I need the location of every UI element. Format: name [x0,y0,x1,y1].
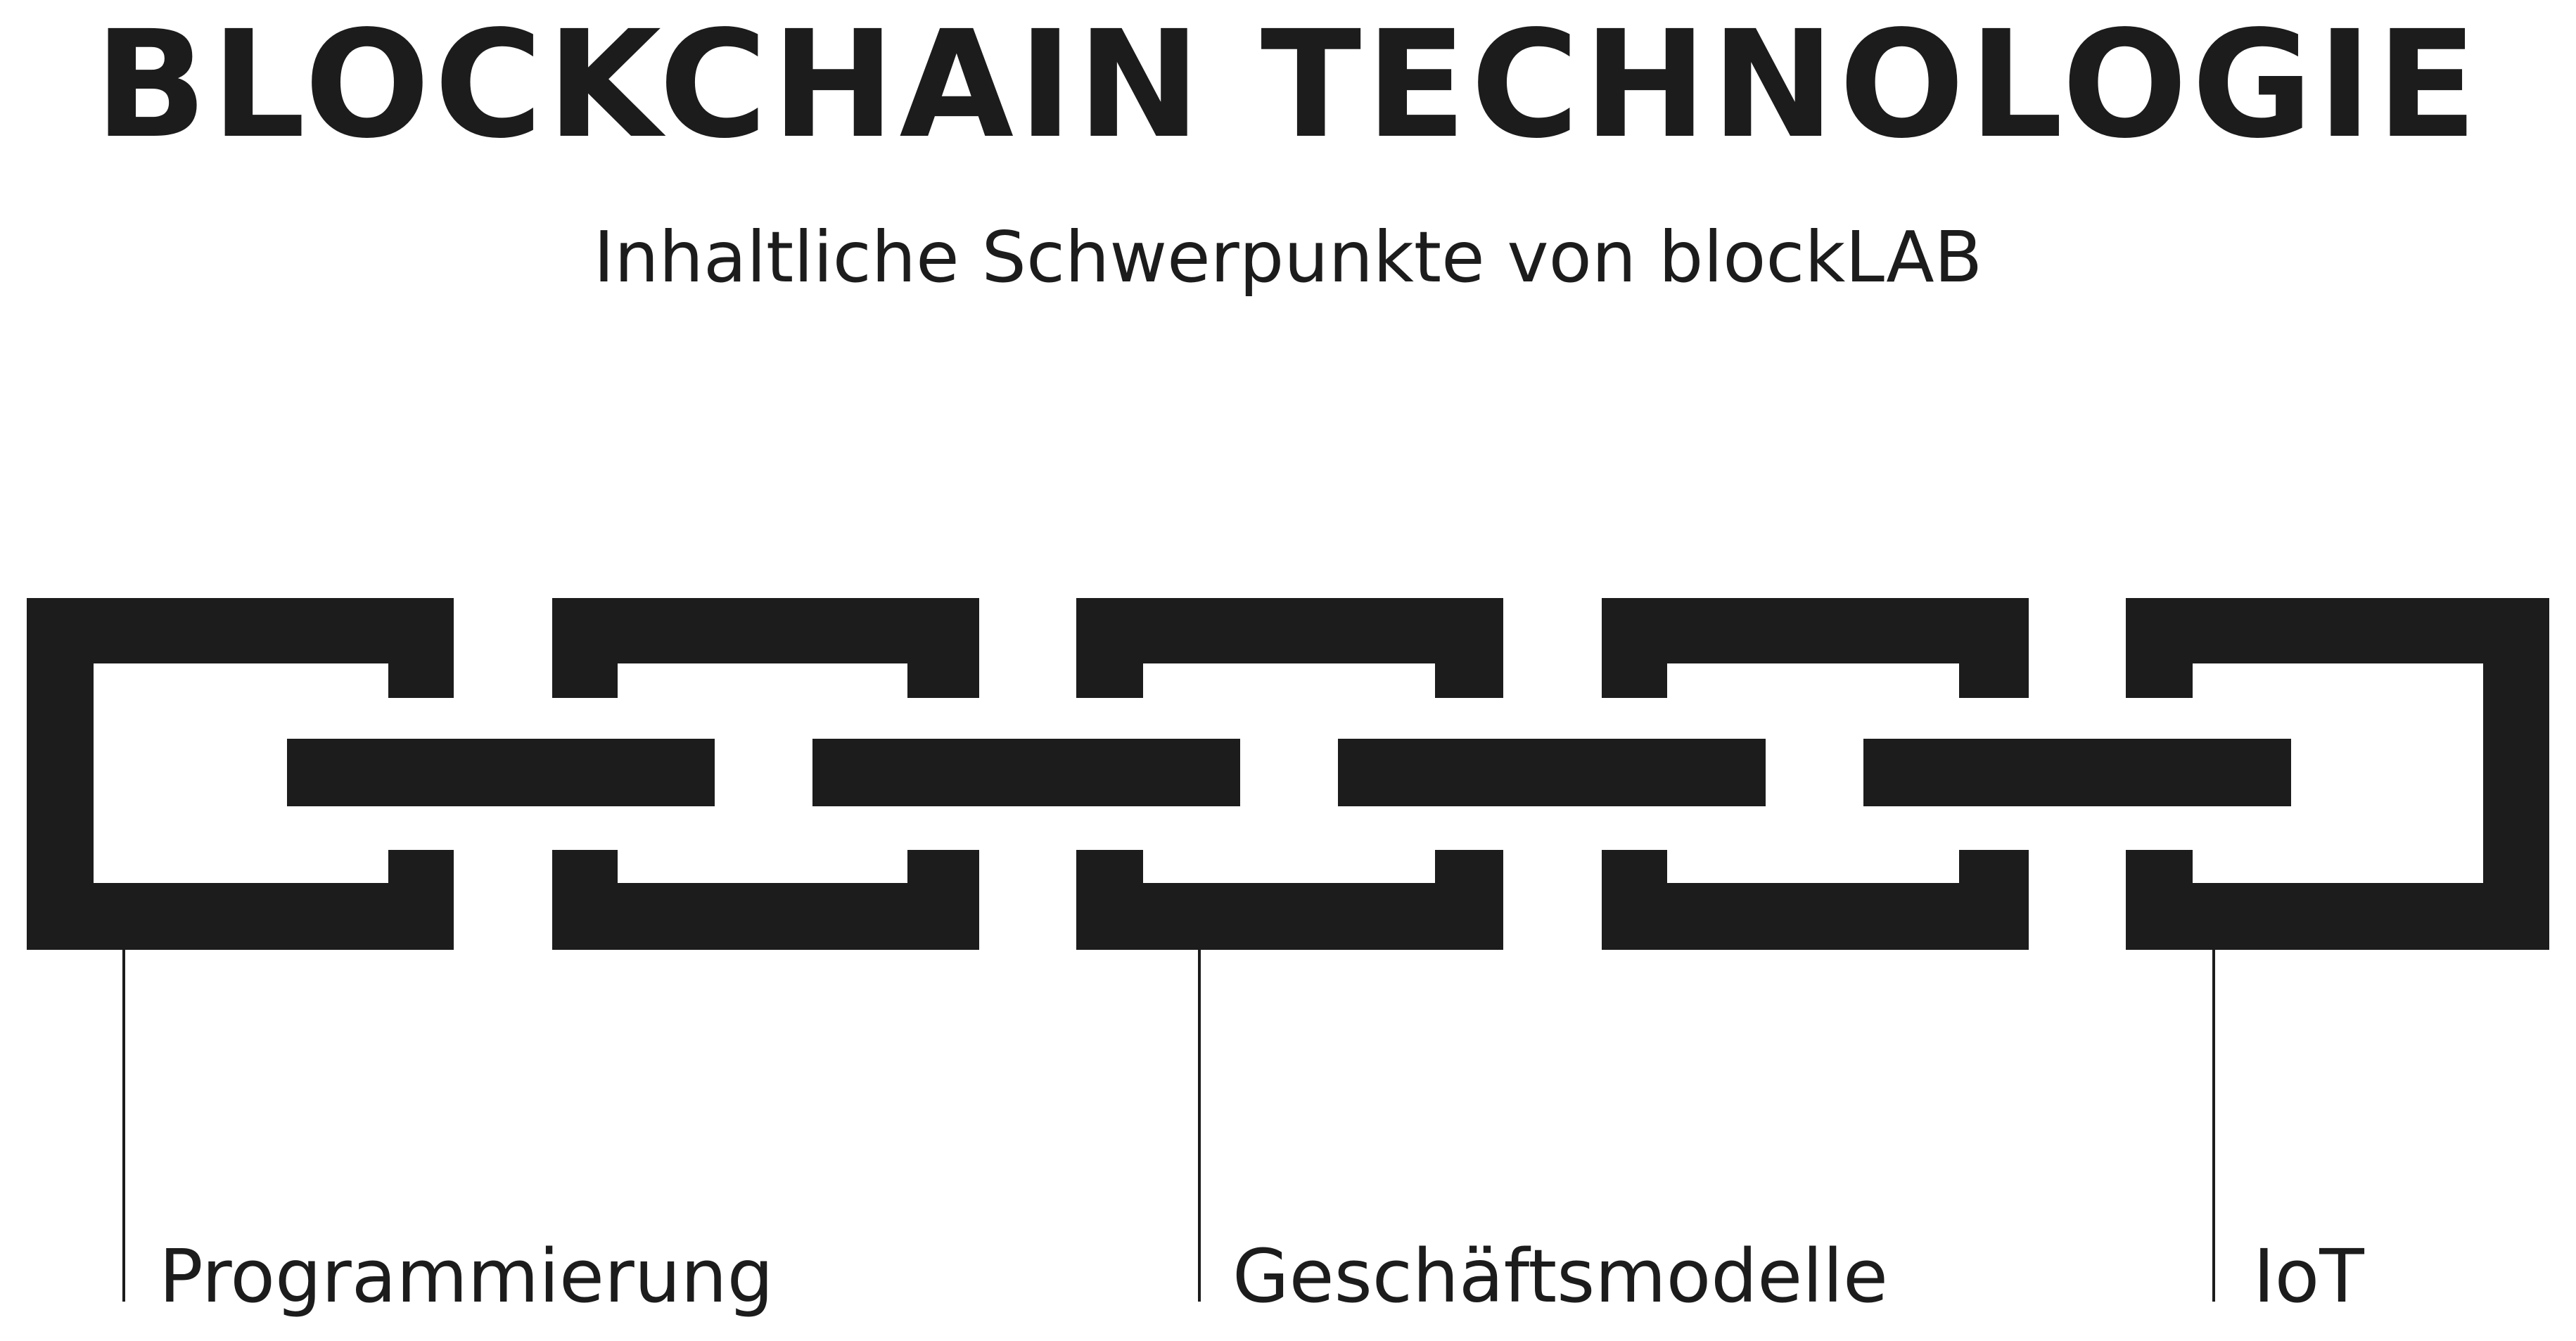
chain-bar-4 [1863,739,2291,806]
page-subtitle: Inhaltliche Schwerpunkte von blockLAB [593,215,1983,298]
label-programmierung: Programmierung [159,1233,774,1319]
chain-bar-2 [812,739,1240,806]
page-title: BLOCKCHAIN TECHNOLOGIE [94,0,2482,171]
chain [27,598,2549,950]
label-geschaeftsmodelle: Geschäftsmodelle [1232,1233,1888,1319]
chain-link-1 [27,598,454,950]
chain-link-4 [1602,598,2029,950]
chain-link-2 [552,598,979,950]
chain-link-5 [2126,598,2549,950]
chain-link-1-top-bracket [27,598,454,950]
chain-link-3 [1076,598,1503,950]
chain-bar-3 [1338,739,1766,806]
label-iot: IoT [2253,1233,2364,1319]
chain-bar-1 [287,739,715,806]
